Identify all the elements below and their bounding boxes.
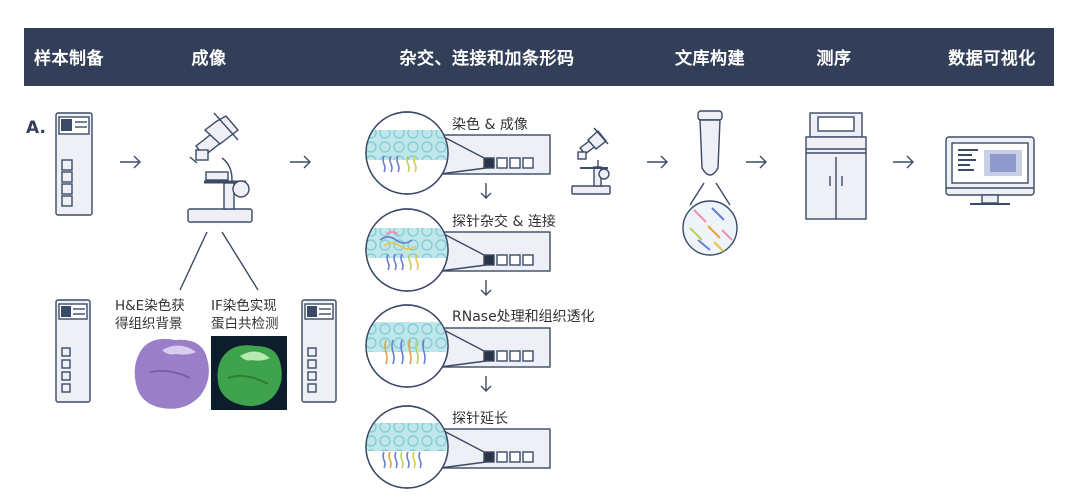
arrow-down-icon (480, 183, 492, 392)
slide-icon-bottom-left (55, 299, 91, 403)
step-sample-prep: 样本制备 (34, 49, 104, 69)
magnifier-d (365, 405, 449, 489)
magnifier-a (365, 111, 449, 195)
if-tissue-image (211, 336, 287, 410)
slide-icon-top (55, 112, 93, 216)
he-caption: H&E染色获 得组织背景 (115, 297, 185, 333)
step-label-stain-image: 染色 & 成像 (452, 117, 528, 133)
library-fragments (689, 207, 733, 253)
if-caption-line2: 蛋白共检测 (211, 316, 279, 332)
step-label-rnase: RNase处理和组织透化 (452, 309, 595, 325)
he-caption-line1: H&E染色获 (115, 298, 185, 314)
sequencer-icon (805, 112, 867, 220)
step-label-extension: 探针延长 (452, 411, 508, 427)
he-tissue-image (134, 338, 209, 409)
step-sequencing: 测序 (816, 49, 852, 69)
header-bar: 样本制备 成像 杂交、连接和加条形码 文库构建 测序 数据可视化 (24, 28, 1054, 86)
step-slide-d (439, 428, 551, 469)
step-imaging: 成像 (191, 49, 227, 69)
monitor-plot (984, 150, 1022, 176)
if-caption: IF染色实现 蛋白共检测 (211, 297, 279, 333)
step-slide-b (439, 231, 551, 272)
step-visualization: 数据可视化 (948, 49, 1036, 69)
step-slide-a (439, 134, 551, 175)
microscope-icon-small (571, 127, 611, 195)
magnifier-b (365, 208, 449, 292)
step-hybridization: 杂交、连接和加条形码 (399, 49, 575, 69)
slide-icon-bottom-right (301, 299, 337, 403)
he-caption-line2: 得组织背景 (115, 316, 183, 332)
step-label-probe-hyb: 探针杂交 & 连接 (452, 214, 556, 230)
step-library: 文库构建 (675, 49, 745, 69)
arrow-right-icon (120, 155, 914, 169)
panel-label: A. (26, 118, 46, 138)
if-caption-line1: IF染色实现 (211, 298, 277, 314)
tube-icon (682, 110, 738, 256)
magnifier-c (365, 304, 449, 388)
microscope-icon (187, 112, 253, 223)
step-slide-c (439, 327, 551, 368)
